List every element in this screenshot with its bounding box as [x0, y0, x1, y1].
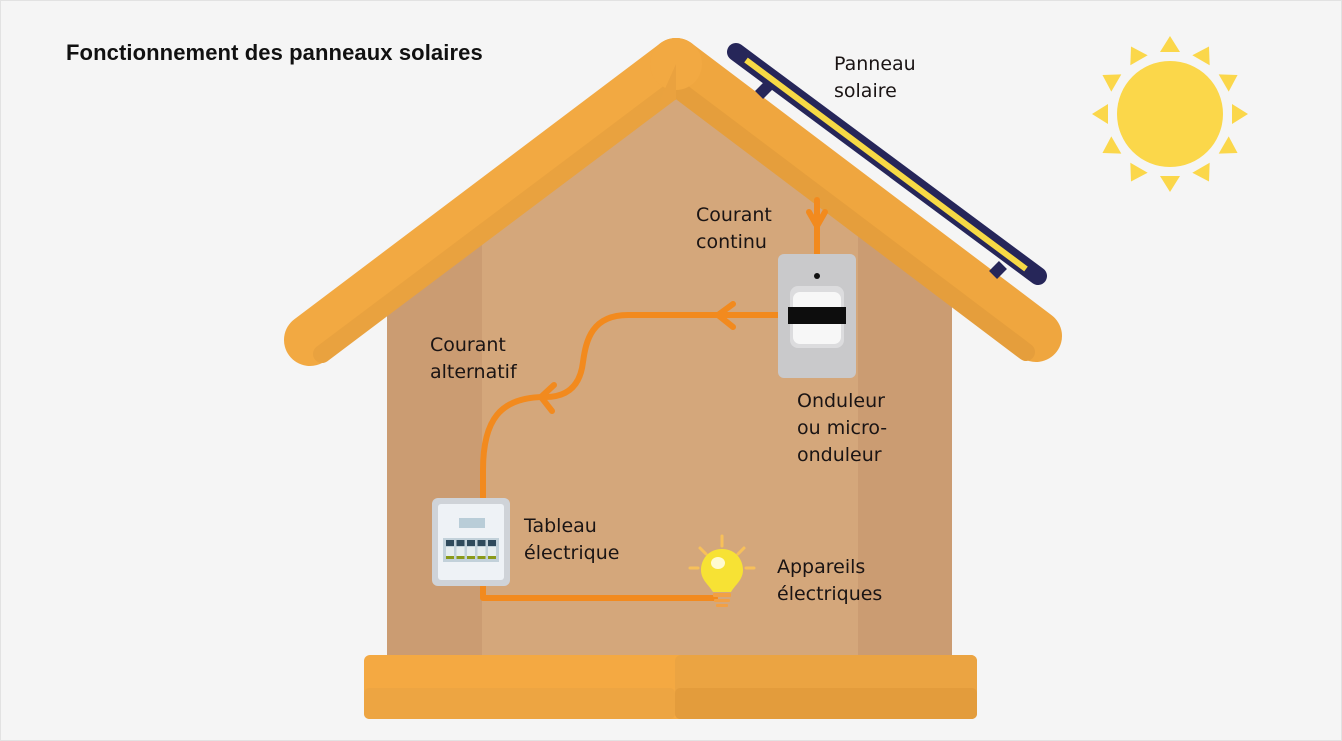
breaker-body	[446, 547, 454, 559]
board-label	[459, 518, 485, 528]
sun-ray	[1218, 74, 1238, 92]
bulb-glow-rays	[688, 534, 756, 570]
panel-mount-bottom	[989, 261, 1007, 279]
roof-apex-shade	[660, 64, 676, 100]
breaker-switch	[477, 540, 486, 546]
breaker-body	[488, 547, 496, 559]
bulb-base-3	[716, 604, 728, 607]
breaker-indicator	[477, 556, 486, 559]
solar-panel-icon	[727, 43, 1047, 285]
label-appliances: Appareils électriques	[777, 556, 883, 605]
light-bulb-icon	[688, 534, 756, 607]
wiring	[480, 197, 828, 601]
roof	[284, 38, 1062, 366]
sun-ray	[1102, 136, 1122, 154]
label-electrical-board: Tableau électrique	[524, 515, 620, 564]
base-lower-left	[364, 688, 675, 719]
sun-disc	[1117, 61, 1223, 167]
bulb-highlight	[711, 557, 725, 569]
inverter-display-band	[788, 307, 846, 324]
electrical-board-icon	[432, 498, 510, 586]
roof-right-slope	[650, 38, 1062, 362]
house-base	[364, 655, 977, 719]
sun-ray	[1130, 162, 1148, 182]
sun-ray	[1102, 74, 1122, 92]
bulb-glass	[701, 549, 743, 592]
wall-shade-right	[858, 230, 952, 660]
ac-arrow-mid	[538, 382, 557, 414]
wall-main	[387, 95, 952, 660]
sun-ray	[1192, 46, 1210, 66]
panel-mount-top	[755, 81, 773, 99]
breaker-switch	[446, 540, 454, 546]
base-lower-right	[675, 688, 977, 719]
page-title: Fonctionnement des panneaux solaires	[66, 40, 483, 65]
ac-arrow-top	[715, 301, 736, 330]
appliance-wire	[480, 581, 718, 601]
house-walls	[387, 95, 952, 660]
sun-ray	[1192, 162, 1210, 182]
breaker-body	[477, 547, 486, 559]
sun-icon	[1092, 36, 1248, 192]
label-ac-current: Courant alternatif	[430, 334, 517, 383]
breaker-indicator	[467, 556, 475, 559]
roof-left-slope-shade	[313, 79, 685, 363]
label-solar-panel: Panneau solaire	[834, 53, 916, 102]
breaker-body	[467, 547, 475, 559]
breaker-indicator	[488, 556, 496, 559]
breaker-switch	[456, 540, 465, 546]
breaker-switch	[467, 540, 475, 546]
label-dc-current: Courant continu	[696, 204, 772, 253]
roof-right-slope-shade	[667, 79, 1035, 361]
panel-cells	[744, 57, 1028, 272]
breaker-switch	[488, 540, 496, 546]
ac-wire	[480, 312, 783, 503]
sun-ray	[1232, 104, 1248, 124]
inverter-icon	[778, 254, 856, 378]
label-inverter: Onduleur ou micro- onduleur	[797, 390, 888, 466]
bulb-base-2	[714, 599, 730, 602]
breaker-indicator	[446, 556, 454, 559]
breaker-indicator	[456, 556, 465, 559]
breaker-body	[456, 547, 465, 559]
sun-ray	[1092, 104, 1108, 124]
sun-ray	[1160, 36, 1180, 52]
sun-ray	[1218, 136, 1238, 154]
inverter-led	[814, 273, 820, 279]
roof-left-slope	[284, 38, 702, 366]
dc-arrow	[806, 209, 828, 229]
sun-ray	[1130, 46, 1148, 66]
sun-ray	[1160, 176, 1180, 192]
bulb-base-1	[713, 593, 731, 597]
